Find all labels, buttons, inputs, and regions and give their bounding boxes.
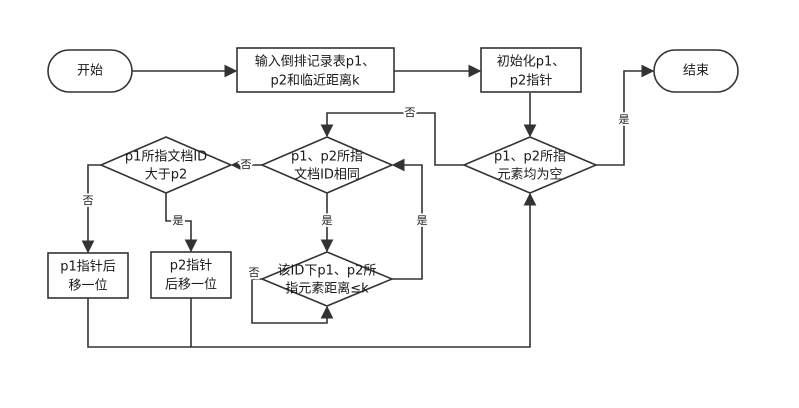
node-move-p1: p1指针后 移一位 [47,252,129,299]
node-start: 开始 [47,49,133,93]
node-cond-same-doc-line-2: 文档ID相同 [294,168,360,183]
node-move-p1-line-1: p1指针后 [60,260,116,275]
node-cond-greater-line-2: 大于p2 [145,168,188,183]
edge-label-same-yes: 是 [322,214,333,227]
edge-label-distance-no: 否 [249,266,260,279]
edge-label-greater-yes: 是 [173,214,184,227]
node-input: 输入倒排记录表p1、 p2和临近距离k [236,47,395,93]
edge-move-p1-return [87,298,191,348]
node-init-line-1: 初始化p1、 [497,55,566,70]
node-move-p2: p2指针 后移一位 [150,251,232,299]
node-input-line-1: 输入倒排记录表p1、 [255,54,376,70]
node-cond-same-doc: p1、p2所指 文档ID相同 [259,136,395,194]
node-end: 结束 [653,49,739,93]
edge-move-p2-return-to-cond-empty [190,192,537,348]
node-cond-greater: p1所指文档ID 大于p2 [98,136,234,194]
edge-cond-distance-no-loop [251,278,334,324]
node-cond-empty: p1、p2所指 元素均为空 [461,136,599,194]
edge-cond-empty-no-to-cond-same [320,112,464,166]
node-move-p1-line-2: 移一位 [68,279,107,294]
node-init-line-2: p2指针 [510,74,553,89]
edge-cond-greater-yes-to-move-p2 [165,193,198,253]
edge-label-empty-no: 否 [405,106,416,119]
edge-cond-empty-yes-to-end [596,64,655,166]
edge-label-distance-yes: 是 [417,214,428,227]
node-cond-greater-line-1: p1所指文档ID [125,150,207,165]
node-start-label: 开始 [77,64,103,79]
node-cond-distance-line-2: 指元素距离≤k [285,281,369,297]
node-input-line-2: p2和临近距离k [270,73,360,89]
node-move-p2-line-2: 后移一位 [165,278,217,293]
node-cond-distance: 该ID下p1、p2所 指元素距离≤k [259,251,395,307]
node-move-p2-line-1: p2指针 [170,259,213,274]
node-end-label: 结束 [683,64,709,79]
edge-cond-distance-yes-to-cond-same [391,158,423,280]
edge-label-greater-no: 否 [83,194,94,207]
node-cond-distance-line-1: 该ID下p1、p2所 [278,264,377,279]
node-init: 初始化p1、 p2指针 [480,47,582,93]
edge-cond-greater-no-to-move-p1 [81,164,101,254]
node-cond-same-doc-line-1: p1、p2所指 [291,150,363,165]
node-cond-empty-line-2: 元素均为空 [497,168,562,183]
edge-label-same-no: 否 [241,158,252,171]
node-cond-empty-line-1: p1、p2所指 [494,150,566,165]
edge-label-empty-yes: 是 [619,113,630,126]
